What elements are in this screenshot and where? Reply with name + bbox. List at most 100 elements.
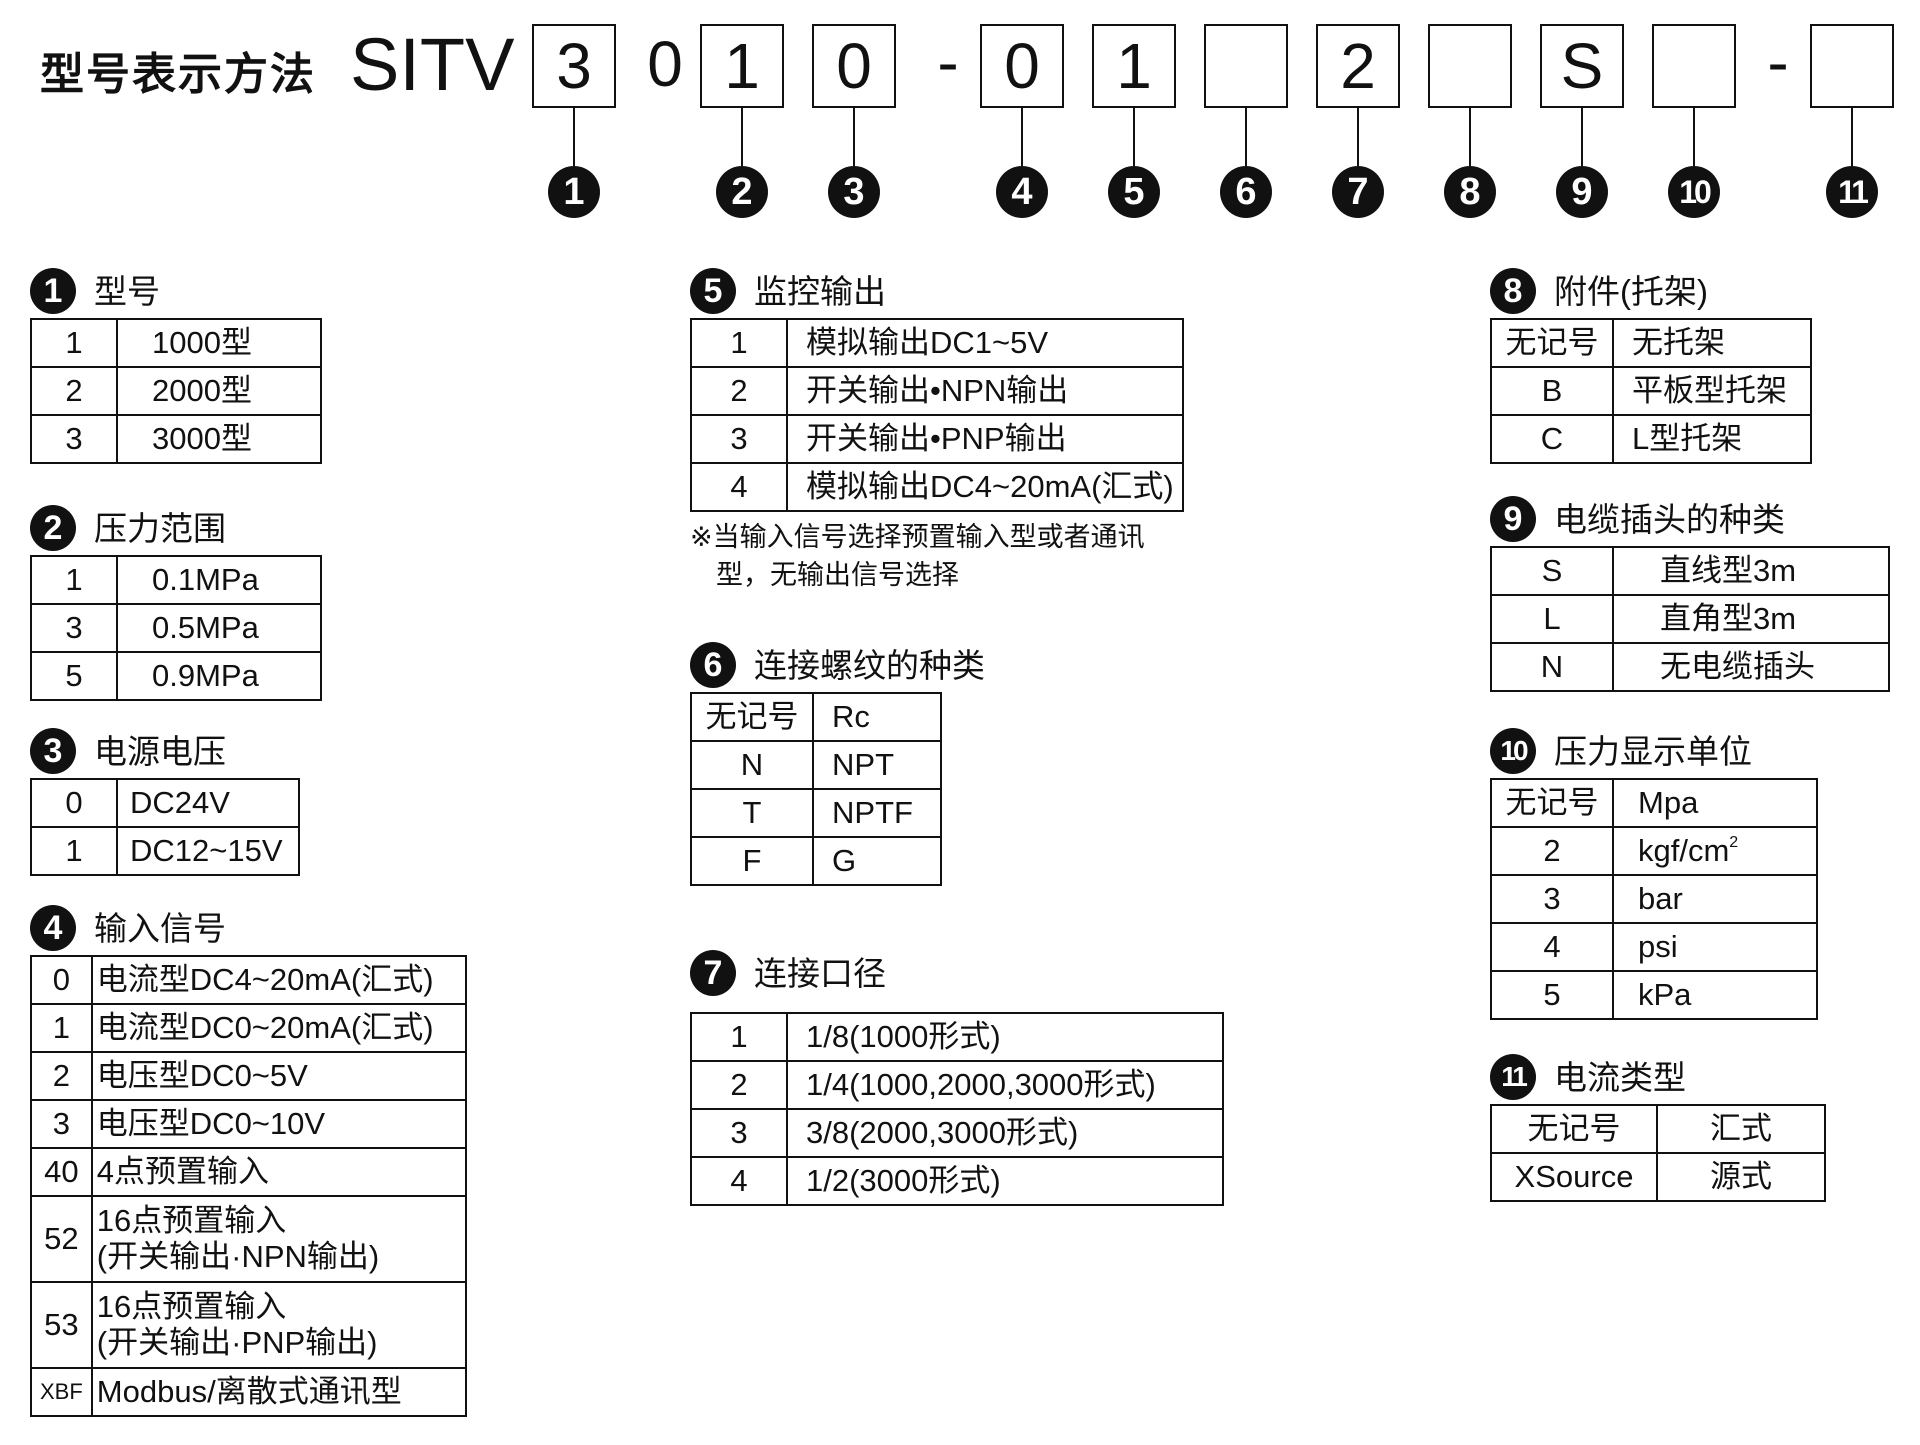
code-marker: 6: [1220, 166, 1272, 218]
table-row: 无记号汇式: [1490, 1104, 1826, 1154]
code-connector-line: [1693, 108, 1695, 166]
option-desc: kgf/cm2: [1612, 826, 1818, 876]
option-desc: 4点预置输入: [90, 1147, 467, 1197]
code-connector-line: [853, 108, 855, 166]
marker-11: 11: [1490, 1054, 1536, 1100]
option-desc: 电流型DC0~20mA(汇式): [90, 1003, 467, 1053]
marker-3: 3: [30, 728, 76, 774]
code-connector-line: [1357, 108, 1359, 166]
option-desc: 源式: [1656, 1152, 1826, 1202]
note-line: ※当输入信号选择预置输入型或者通讯: [690, 522, 1145, 552]
option-code: 3: [30, 1099, 93, 1149]
option-desc: 0.5MPa: [116, 603, 322, 653]
unit-text: kgf/cm: [1638, 833, 1730, 868]
marker-2: 2: [30, 505, 76, 551]
marker-6: 6: [690, 642, 736, 688]
section-title: 输入信号: [94, 910, 226, 947]
option-code: 40: [30, 1147, 93, 1197]
option-code: 5: [30, 651, 118, 701]
option-code: 2: [30, 1051, 93, 1101]
option-desc: 1/8(1000形式): [786, 1012, 1224, 1062]
unit-superscript: 2: [1729, 834, 1739, 851]
option-desc: NPT: [812, 740, 942, 790]
option-desc: 1/4(1000,2000,3000形式): [786, 1060, 1224, 1110]
option-desc: kPa: [1612, 970, 1818, 1020]
option-code: N: [1490, 642, 1614, 692]
marker-5: 5: [690, 268, 736, 314]
option-desc: 3/8(2000,3000形式): [786, 1108, 1224, 1158]
option-code: 1: [30, 826, 118, 876]
option-code: 2: [30, 366, 118, 416]
section-title: 监控输出: [754, 273, 886, 310]
code-box: [1652, 24, 1736, 108]
option-desc: 0.1MPa: [116, 555, 322, 605]
option-desc: 开关输出•PNP输出: [786, 414, 1184, 464]
code-connector-line: [1133, 108, 1135, 166]
option-code: T: [690, 788, 814, 838]
option-code: XBF: [30, 1367, 93, 1417]
code-marker: 11: [1826, 166, 1878, 218]
code-box: 0: [980, 24, 1064, 108]
option-desc: 16点预置输入 (开关输出·NPN输出): [90, 1195, 467, 1283]
option-desc: 无托架: [1612, 318, 1812, 368]
option-code: L: [1490, 594, 1614, 644]
code-dash: -: [1767, 26, 1789, 98]
code-connector-line: [1245, 108, 1247, 166]
code-connector-line: [1469, 108, 1471, 166]
option-code: S: [1490, 546, 1614, 596]
section-title: 附件(托架): [1554, 273, 1708, 310]
code-box: 1: [1092, 24, 1176, 108]
marker-10: 10: [1490, 728, 1536, 774]
option-code: 2: [1490, 826, 1614, 876]
code-marker: 8: [1444, 166, 1496, 218]
option-code: 3: [690, 414, 788, 464]
code-char: 0: [647, 28, 683, 100]
code-marker: 7: [1332, 166, 1384, 218]
option-code: 无记号: [1490, 318, 1614, 368]
option-desc: DC12~15V: [116, 826, 300, 876]
option-code: 1: [30, 1003, 93, 1053]
option-code: 1: [30, 555, 118, 605]
code-box: [1428, 24, 1512, 108]
option-desc: DC24V: [116, 778, 300, 828]
code-marker: 10: [1668, 166, 1720, 218]
code-box: [1810, 24, 1894, 108]
option-code: 无记号: [1490, 1104, 1658, 1154]
option-code: 5: [1490, 970, 1614, 1020]
code-marker: 2: [716, 166, 768, 218]
option-desc: Mpa: [1612, 778, 1818, 828]
section-title: 型号: [94, 273, 160, 310]
option-desc: 3000型: [116, 414, 322, 464]
option-desc: 电压型DC0~5V: [90, 1051, 467, 1101]
option-desc: bar: [1612, 874, 1818, 924]
code-marker: 3: [828, 166, 880, 218]
option-desc: 模拟输出DC4~20mA(汇式): [786, 462, 1184, 512]
code-box: 0: [812, 24, 896, 108]
output-note: ※当输入信号选择预置输入型或者通讯 型，无输出信号选择: [690, 518, 1184, 594]
option-desc: 模拟输出DC1~5V: [786, 318, 1184, 368]
code-box: 2: [1316, 24, 1400, 108]
code-dash: -: [937, 26, 959, 98]
